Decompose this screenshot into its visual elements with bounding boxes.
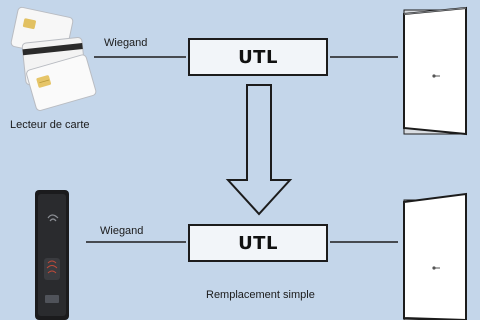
utl-box-top: UTL: [188, 38, 328, 76]
wiegand-label-top: Wiegand: [104, 37, 148, 49]
door-icon: [403, 192, 467, 320]
utl-label-bottom: UTL: [238, 232, 278, 254]
fingerprint-terminal-icon: [35, 190, 69, 320]
card-reader-label: Lecteur de carte: [10, 119, 90, 131]
replacement-arrow: [225, 84, 293, 216]
card-reader-icon: [10, 6, 97, 111]
utl-label-top: UTL: [238, 46, 278, 68]
wiegand-label-bottom: Wiegand: [100, 225, 144, 237]
utl-box-bottom: UTL: [188, 224, 328, 262]
simple-replacement-caption: Remplacement simple: [206, 289, 315, 301]
door-icon: [403, 6, 467, 136]
